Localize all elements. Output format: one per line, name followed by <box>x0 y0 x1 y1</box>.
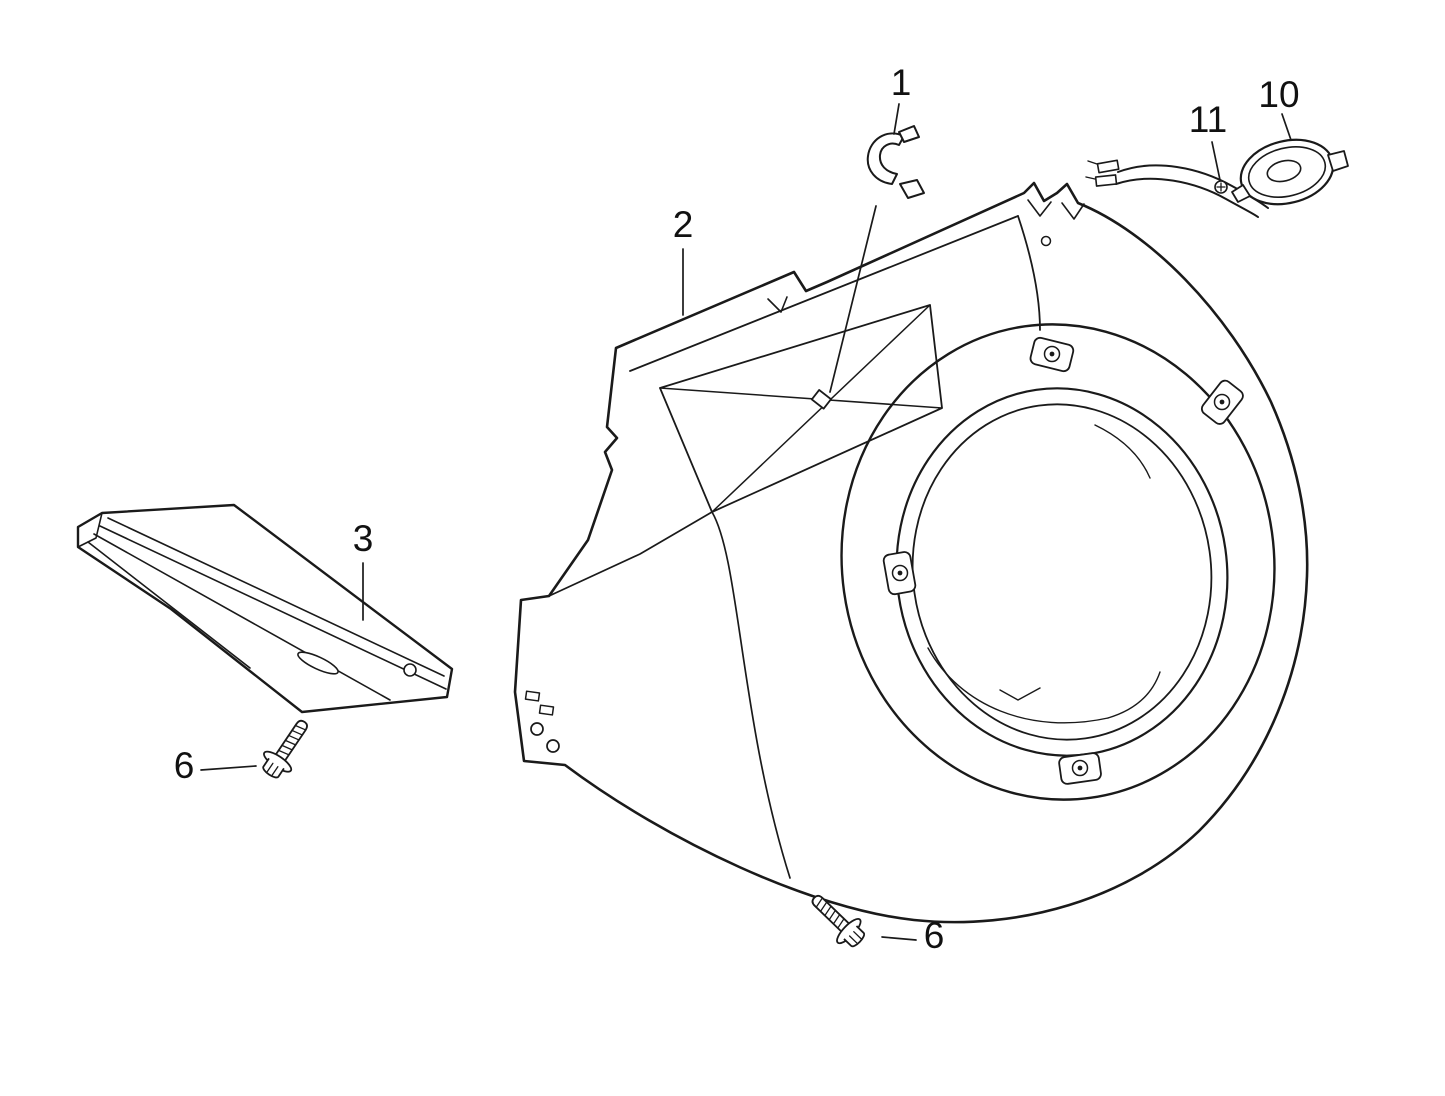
recess-diagonals <box>659 304 943 513</box>
mounting-pad-left <box>882 551 917 596</box>
leader-6-bottom <box>881 936 917 941</box>
clip-tab-top <box>898 125 920 143</box>
shield-outline <box>76 503 454 714</box>
pad-screw-dot <box>1049 351 1055 357</box>
mounting-pad-right <box>1200 379 1244 425</box>
callout-10: 10 <box>1258 74 1299 115</box>
top-panel-edge <box>629 215 1019 372</box>
flange-slot-2 <box>538 704 555 716</box>
leader-lines <box>200 103 1292 941</box>
panel-ring-joint <box>1017 215 1041 331</box>
wire-terminal-2 <box>1094 174 1118 187</box>
tab-mark-2 <box>1027 199 1052 217</box>
callout-6-bottom: 6 <box>924 915 945 956</box>
interior-curve-3 <box>999 687 1041 701</box>
wire-terminal-1 <box>1096 159 1120 174</box>
front-face-fold <box>548 511 713 597</box>
interior-curve-1 <box>927 647 1109 724</box>
tab-mark-1 <box>767 296 788 313</box>
shield-louver-3 <box>93 533 391 701</box>
tab-mark-3 <box>1061 202 1085 220</box>
shield-louver-4 <box>87 541 251 669</box>
callout-2: 2 <box>673 204 694 245</box>
callout-11: 11 <box>1189 99 1227 140</box>
shield-left-fold <box>77 512 103 548</box>
fan-cover-silhouette <box>513 181 1309 924</box>
cap-tab <box>1327 150 1349 172</box>
clip-tab-bottom <box>899 179 925 199</box>
leader-11 <box>1211 141 1221 181</box>
front-face-corner <box>711 511 791 879</box>
flange-hole-2 <box>546 739 560 753</box>
cap-stem <box>1231 184 1251 203</box>
wire-clip <box>866 125 925 199</box>
clip-mount-boss <box>810 389 832 410</box>
leader-1b <box>829 205 877 393</box>
flange-slot-1 <box>524 690 541 702</box>
interior-curve-4 <box>1094 424 1151 479</box>
callout-labels: 1 2 3 6 6 10 11 <box>174 62 1300 956</box>
terminal-prongs <box>1085 160 1098 180</box>
shield-louver-1 <box>107 517 445 677</box>
callout-6-left: 6 <box>174 745 195 786</box>
interior-curve-2 <box>1107 671 1161 719</box>
leader-6-left <box>200 765 257 771</box>
terminal-screw <box>1214 180 1228 194</box>
leader-1a <box>893 103 900 135</box>
top-hole <box>1040 235 1052 247</box>
mounting-pad-top <box>1029 336 1075 373</box>
pad-screw-dot <box>1219 399 1225 405</box>
shield-louver-2 <box>99 525 447 690</box>
callout-3: 3 <box>353 518 374 559</box>
callout-1: 1 <box>891 62 912 103</box>
shield-slot <box>297 651 339 675</box>
ring-opening <box>911 403 1213 741</box>
cap-rim <box>1247 146 1327 198</box>
pad-screw-dot <box>1077 765 1083 771</box>
ring-outer-edge <box>840 323 1276 801</box>
fan-cover <box>513 181 1309 924</box>
clip-body <box>866 132 905 185</box>
cap-hub <box>1266 159 1302 183</box>
opening-interior-lines <box>927 424 1161 724</box>
mounting-pad-bottom <box>1058 752 1102 785</box>
wire-assembly <box>1085 159 1269 218</box>
engine-side-shield <box>76 503 454 714</box>
leader-10 <box>1281 113 1292 141</box>
flange-hole-1 <box>530 722 544 736</box>
pad-screw-dot <box>897 570 903 576</box>
access-cap <box>1231 138 1349 206</box>
shield-hole <box>403 663 417 677</box>
wire-2 <box>1115 177 1259 218</box>
